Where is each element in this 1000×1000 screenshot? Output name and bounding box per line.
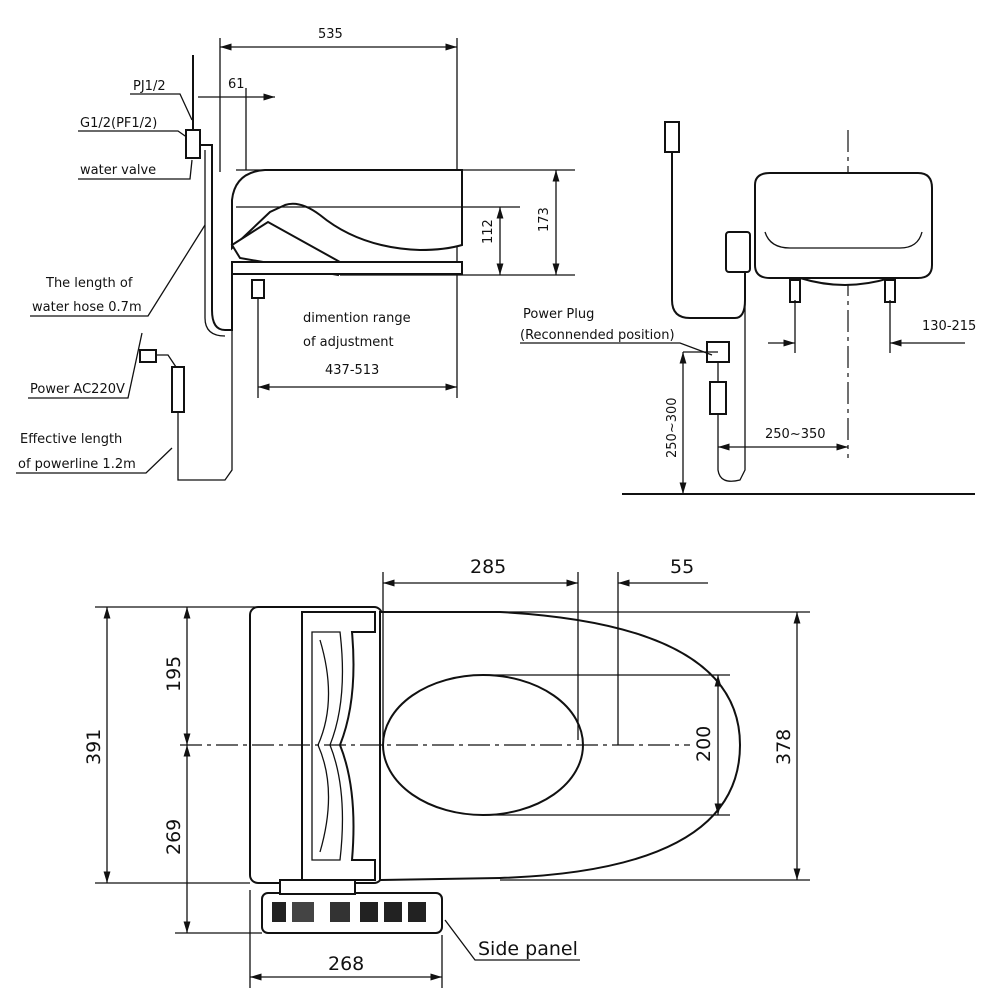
dim-285: 285 <box>470 556 506 578</box>
label-water-valve: water valve <box>80 163 156 178</box>
dim-61: 61 <box>228 77 245 92</box>
adjust-label-1: dimention range <box>303 311 411 326</box>
front-view: 130-215 Power Plug (Reconnended position… <box>520 121 976 495</box>
dim-200: 200 <box>693 726 715 762</box>
dim-250-300: 250~300 <box>665 397 680 458</box>
panel-button-icon <box>272 902 286 922</box>
dim-250-350: 250~350 <box>765 427 826 442</box>
label-pj: PJ1/2 <box>133 79 166 94</box>
remote-control-icon <box>725 231 751 273</box>
hose-length-label-2: water hose 0.7m <box>32 300 142 315</box>
powerline-label-1: Effective length <box>20 432 122 447</box>
seat-front-outline <box>754 172 933 279</box>
power-label: Power AC220V <box>30 382 125 397</box>
side-view: 535 61 PJ1/2 G1/2(PF1/2) water valve 112… <box>16 27 575 481</box>
dim-535: 535 <box>318 27 343 42</box>
water-valve-icon <box>185 129 201 159</box>
dim-112: 112 <box>481 219 496 244</box>
powerline-label-2: of powerline 1.2m <box>18 457 136 472</box>
dim-130-215: 130-215 <box>922 319 976 334</box>
side-panel-buttons <box>272 902 426 922</box>
dim-269: 269 <box>163 819 185 855</box>
adjust-value: 437-513 <box>325 363 379 378</box>
dim-268: 268 <box>328 953 364 975</box>
label-g: G1/2(PF1/2) <box>80 116 157 131</box>
panel-button-icon <box>292 902 314 922</box>
dim-378: 378 <box>773 729 795 765</box>
panel-button-icon <box>384 902 402 922</box>
panel-button-icon <box>330 902 350 922</box>
hose-length-label-1: The length of <box>45 276 133 291</box>
dim-195: 195 <box>163 656 185 692</box>
side-panel-label: Side panel <box>478 938 578 960</box>
power-plug-label-2: (Reconnended position) <box>520 328 675 343</box>
dim-55: 55 <box>670 556 694 578</box>
power-plug-label-1: Power Plug <box>523 307 594 322</box>
panel-button-icon <box>408 902 426 922</box>
top-view: Side panel 285 55 268 391 195 269 200 37… <box>83 556 810 988</box>
power-plug-icon <box>139 349 157 363</box>
dim-173: 173 <box>537 207 552 232</box>
adjust-label-2: of adjustment <box>303 335 394 350</box>
panel-button-icon <box>360 902 378 922</box>
dim-391: 391 <box>83 729 105 765</box>
